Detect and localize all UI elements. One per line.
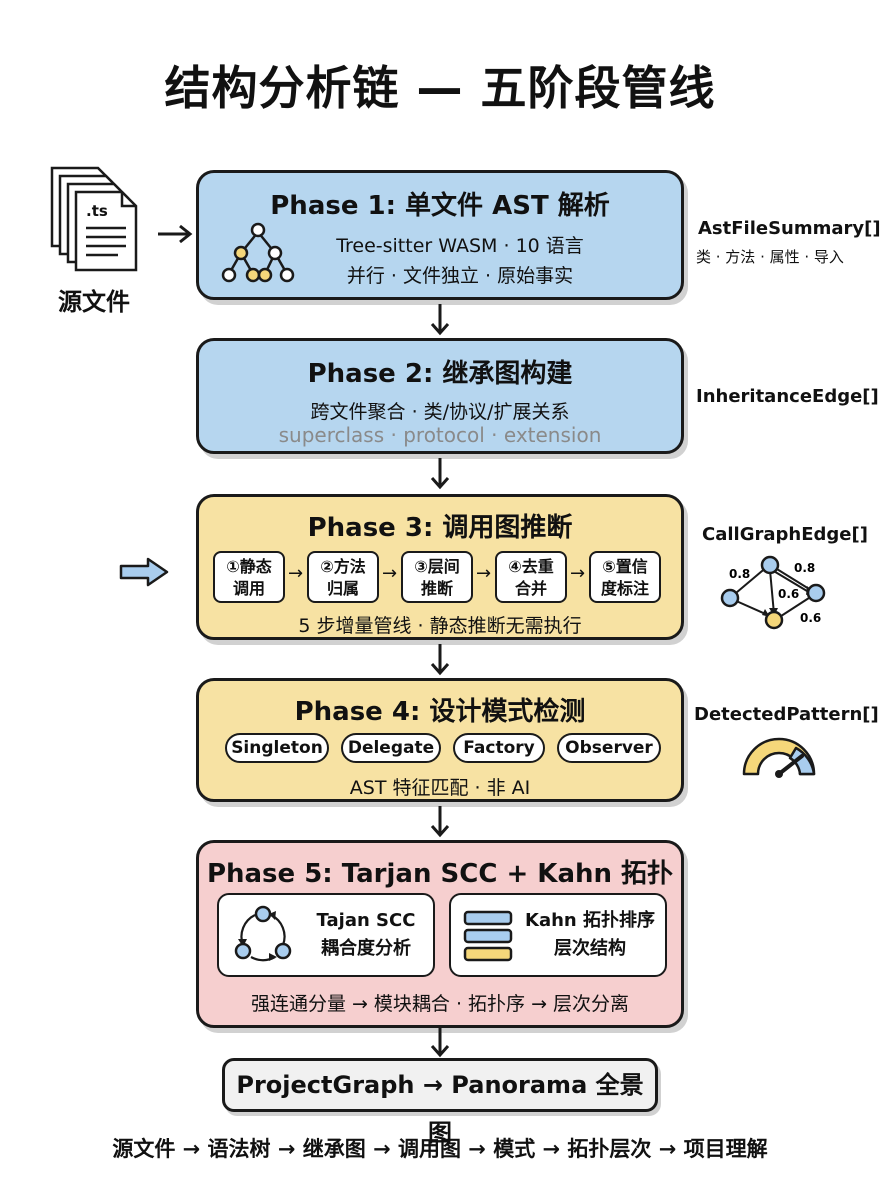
step-confidence: ⑤置信度标注 <box>589 551 661 603</box>
down-arrow-icon <box>430 806 450 838</box>
phase-4-box: Phase 4: 设计模式检测 Singleton Delegate Facto… <box>196 678 684 802</box>
weight-label: 0.6 <box>778 587 799 601</box>
phase-5-line: 强连通分量 → 模块耦合 · 拓扑序 → 层次分离 <box>250 993 630 1015</box>
phase-3-line: 5 步增量管线 · 静态推断无需执行 <box>298 615 582 637</box>
layers-icon <box>463 910 513 962</box>
weight-label: 0.8 <box>729 567 750 581</box>
down-arrow-icon <box>430 458 450 490</box>
phase-2-title: Phase 2: 继承图构建 <box>307 359 573 389</box>
pipeline-summary: 源文件 → 语法树 → 继承图 → 调用图 → 模式 → 拓扑层次 → 项目理解 <box>112 1137 768 1161</box>
down-arrow-icon <box>430 1026 450 1058</box>
step-method-owner: ②方法归属 <box>307 551 379 603</box>
phase-3-output: CallGraphEdge[] <box>702 524 868 545</box>
phase-2-line-2: superclass · protocol · extension <box>278 423 602 447</box>
pattern-singleton: Singleton <box>225 733 329 763</box>
phase-1-line-1: Tree-sitter WASM · 10 语言 <box>336 235 584 257</box>
weight-label: 0.8 <box>794 561 815 575</box>
step-arrow: → <box>476 563 492 584</box>
source-files-label: 源文件 <box>58 288 130 316</box>
step-layer-infer: ③层间推断 <box>401 551 473 603</box>
down-arrow-icon <box>430 304 450 336</box>
source-files-icon: .ts <box>50 166 138 272</box>
phase-5-box: Phase 5: Tarjan SCC + Kahn 拓扑 Tajan SCC … <box>196 840 684 1028</box>
phase-5-title: Phase 5: Tarjan SCC + Kahn 拓扑 <box>206 859 674 889</box>
pattern-factory: Factory <box>453 733 545 763</box>
phase-2-output: InheritanceEdge[] <box>696 386 879 407</box>
tarjan-text: Tajan SCC 耦合度分析 <box>316 910 416 959</box>
phase-4-output: DetectedPattern[] <box>694 704 879 725</box>
phase-1-box: Phase 1: 单文件 AST 解析 Tree-sitter WASM · 1… <box>196 170 684 300</box>
step-dedupe-merge: ④去重合并 <box>495 551 567 603</box>
pattern-observer: Observer <box>557 733 661 763</box>
diagram-title: 结构分析链 — 五阶段管线 <box>164 61 716 115</box>
gauge-icon <box>742 737 816 778</box>
phase-2-line-1: 跨文件聚合 · 类/协议/扩展关系 <box>310 401 570 423</box>
phase-3-title: Phase 3: 调用图推断 <box>307 513 573 543</box>
step-static-call: ①静态调用 <box>213 551 285 603</box>
tarjan-scc-card: Tajan SCC 耦合度分析 <box>217 893 435 977</box>
step-arrow: → <box>288 563 304 584</box>
right-arrow-icon <box>158 224 193 244</box>
weight-label: 0.6 <box>800 611 821 625</box>
pattern-delegate: Delegate <box>341 733 441 763</box>
phase-1-output-sub: 类 · 方法 · 属性 · 导入 <box>696 248 844 266</box>
tree-icon <box>221 222 295 283</box>
kahn-text: Kahn 拓扑排序 层次结构 <box>525 910 655 959</box>
phase-1-title: Phase 1: 单文件 AST 解析 <box>270 191 610 221</box>
cycle-icon <box>234 905 292 962</box>
step-arrow: → <box>382 563 398 584</box>
call-graph-icon: 0.8 0.8 0.6 0.6 <box>720 555 826 630</box>
step-arrow: → <box>570 563 586 584</box>
phase-3-box: Phase 3: 调用图推断 ①静态调用 → ②方法归属 → ③层间推断 → ④… <box>196 494 684 640</box>
phase-2-box: Phase 2: 继承图构建 跨文件聚合 · 类/协议/扩展关系 supercl… <box>196 338 684 454</box>
phase-4-line: AST 特征匹配 · 非 AI <box>349 777 531 799</box>
phase-4-title: Phase 4: 设计模式检测 <box>294 697 586 727</box>
project-graph-box: ProjectGraph → Panorama 全景图 <box>222 1058 658 1147</box>
file-ext-label: .ts <box>86 202 108 220</box>
phase-1-line-2: 并行 · 文件独立 · 原始事实 <box>346 265 574 287</box>
phase-1-output: AstFileSummary[] <box>698 218 880 239</box>
incoming-arrow-icon <box>119 557 169 587</box>
kahn-topo-card: Kahn 拓扑排序 层次结构 <box>449 893 667 977</box>
down-arrow-icon <box>430 644 450 676</box>
